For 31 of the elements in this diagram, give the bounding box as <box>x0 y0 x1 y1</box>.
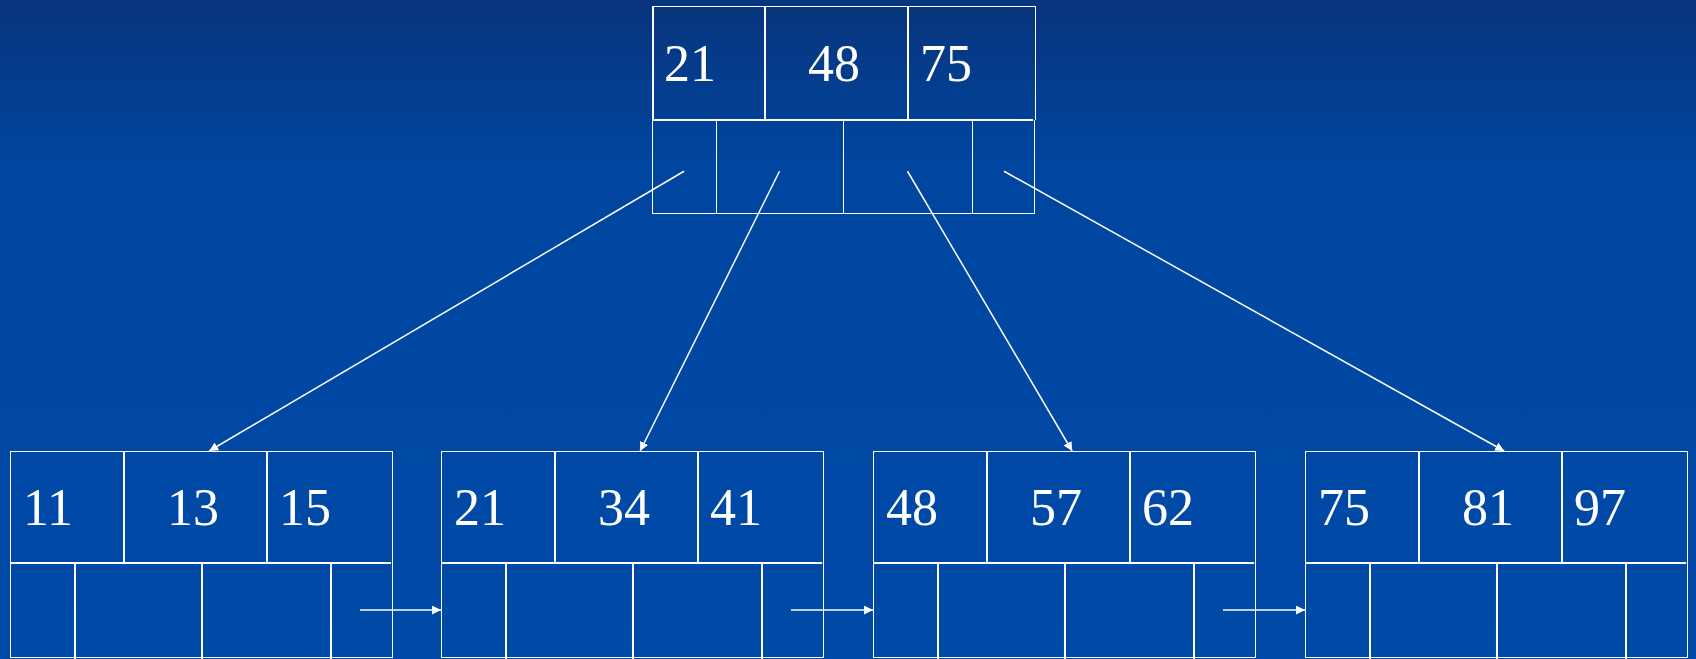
key-value: 41 <box>710 481 762 534</box>
pointer-cell <box>843 120 972 214</box>
pointer-cell <box>972 120 1035 214</box>
pointer-cell <box>652 120 716 214</box>
index-node <box>652 6 1036 214</box>
key-value: 21 <box>664 37 716 90</box>
key-value: 11 <box>23 481 74 534</box>
key-value: 34 <box>597 481 650 534</box>
key-value: 48 <box>886 481 938 534</box>
key-value: 13 <box>166 481 219 534</box>
arrow <box>208 170 685 452</box>
key-value: 62 <box>1142 481 1194 534</box>
arrow <box>1222 605 1306 615</box>
arrow <box>790 605 874 615</box>
key-value: 97 <box>1574 481 1626 534</box>
leaf-node <box>10 451 393 658</box>
key-value: 15 <box>279 481 331 534</box>
key-value: 21 <box>454 481 506 534</box>
key-value: 75 <box>1318 481 1370 534</box>
leaf-node <box>441 451 824 658</box>
pointer-cell <box>716 120 843 214</box>
key-value: 48 <box>807 37 860 90</box>
key-value: 57 <box>1029 481 1082 534</box>
key-value: 75 <box>920 37 972 90</box>
leaf-node <box>1305 451 1688 658</box>
arrow <box>906 170 1073 452</box>
leaf-node <box>873 451 1256 658</box>
key-value: 81 <box>1461 481 1514 534</box>
arrow <box>359 605 442 615</box>
arrow <box>639 170 781 452</box>
arrow <box>1003 170 1505 452</box>
